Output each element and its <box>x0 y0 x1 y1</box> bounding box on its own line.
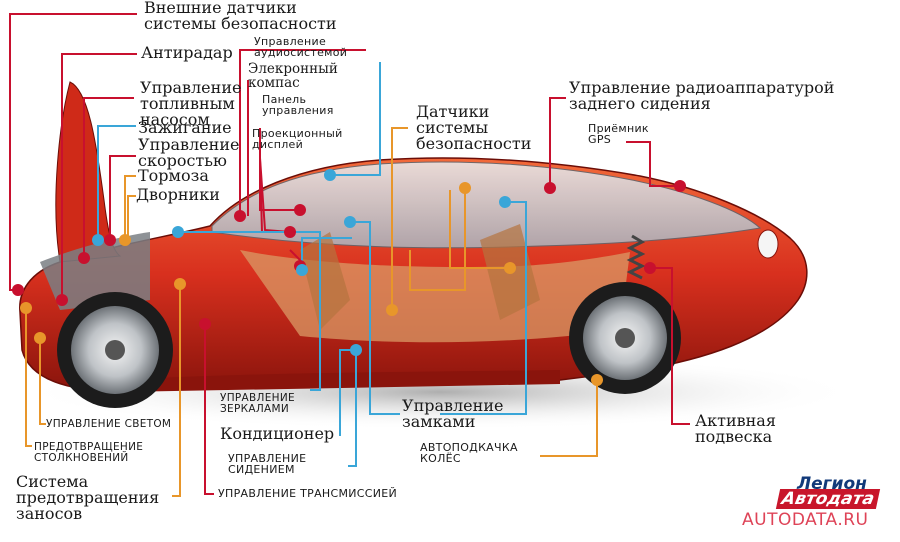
label-skid: Система предотвращения заносов <box>16 472 160 523</box>
label-control-panel: Панель управления <box>262 93 334 117</box>
label-speed: Управление скоростью <box>138 135 240 170</box>
label-wipers: Дворники <box>136 185 220 204</box>
label-projection: Проекционный дисплей <box>252 127 343 151</box>
label-ignition: Зажигание <box>138 118 232 137</box>
label-int-sensors: Датчики системы безопасности <box>416 102 532 153</box>
label-brakes: Тормоза <box>138 166 209 185</box>
label-compass: Элекронный компас <box>248 61 338 91</box>
label-lights: УПРАВЛЕНИЕ СВЕТОМ <box>46 418 172 430</box>
autodata-logo: Легион Автодата AUTODATA.RU <box>742 474 892 532</box>
label-rear-radio: Управление радиоаппаратурой заднего сиде… <box>569 78 835 113</box>
label-ext-sensors: Внешние датчики системы безопасности <box>144 0 337 33</box>
label-mirrors: УПРАВЛЕНИЕ ЗЕРКАЛАМИ <box>220 392 295 415</box>
label-seat: УПРАВЛЕНИЕ СИДЕНИЕМ <box>228 452 307 476</box>
label-transmission: УПРАВЛЕНИЕ ТРАНСМИССИЕЙ <box>218 487 398 500</box>
label-locks: Управление замками <box>402 396 504 431</box>
label-antiradar: Антирадар <box>141 43 233 62</box>
label-fuel-pump: Управление топливным насосом <box>140 78 242 129</box>
label-collision: ПРЕДОТВРАЩЕНИЕ СТОЛКНОВЕНИЙ <box>34 441 144 464</box>
label-aircon: Кондиционер <box>220 424 335 443</box>
label-tire: АВТОПОДКАЧКА КОЛЁС <box>420 441 518 465</box>
label-audio: Управление аудиосистемой <box>254 35 348 59</box>
label-suspension: Активная подвеска <box>695 411 776 446</box>
label-gps: Приёмник GPS <box>588 122 649 146</box>
